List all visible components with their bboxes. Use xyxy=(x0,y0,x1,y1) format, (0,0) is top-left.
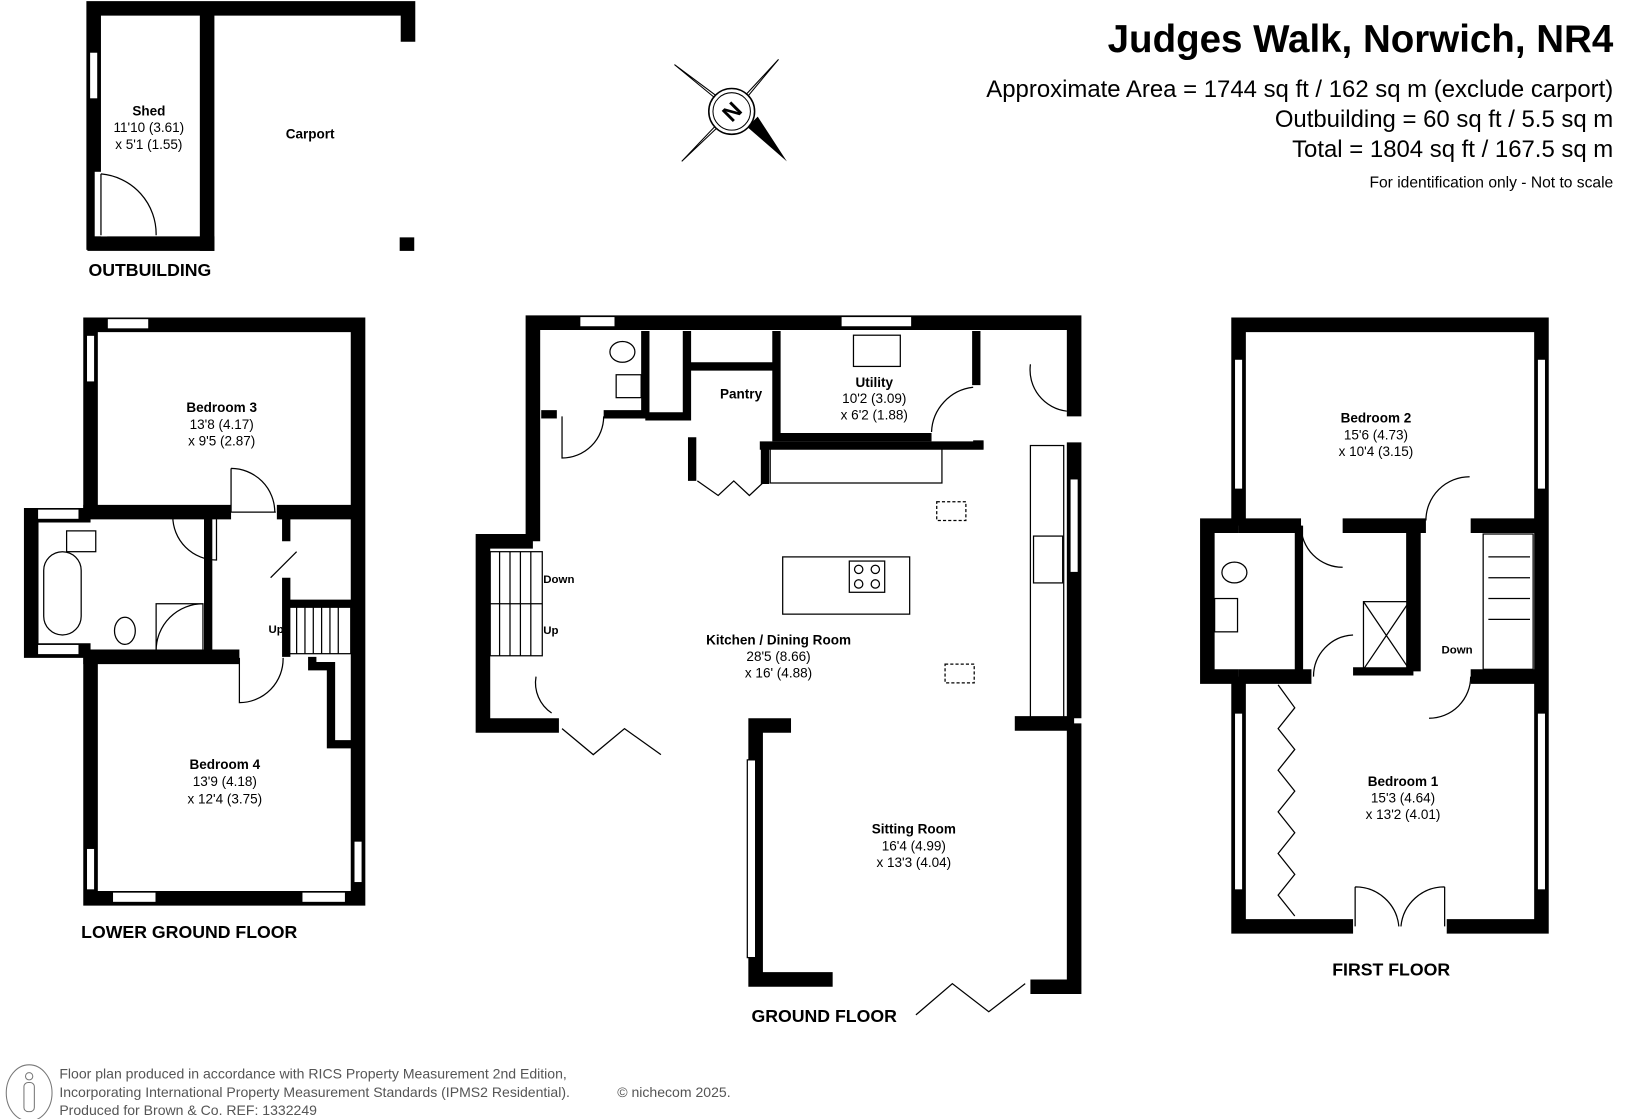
utility-dimension-2: x 6'2 (1.88) xyxy=(841,408,908,423)
first-stairs-down-label: Down xyxy=(1442,645,1473,657)
ground-stairs-down-label: Down xyxy=(543,574,574,586)
outbuilding-floor-label: OUTBUILDING xyxy=(88,260,211,280)
first-floor-plan: Down Bedroom 2 15'6 (4.73) x 10'4 (3.15)… xyxy=(1200,317,1549,979)
sitting-room-dimension-2: x 13'3 (4.04) xyxy=(876,855,951,870)
lower-stairs-up-label: Up xyxy=(269,624,284,636)
person-logo-icon xyxy=(5,1064,53,1119)
footer-line-3: Produced for Brown & Co. REF: 1332249 xyxy=(59,1102,317,1118)
sitting-room-name: Sitting Room xyxy=(872,822,956,837)
outbuilding-area: Outbuilding = 60 sq ft / 5.5 sq m xyxy=(1275,106,1613,133)
bedroom1-dimension-1: 15'3 (4.64) xyxy=(1371,791,1435,806)
ground-floor-label: GROUND FLOOR xyxy=(751,1006,897,1026)
shed-dimension-1: 11'10 (3.61) xyxy=(113,120,184,135)
utility-name: Utility xyxy=(856,375,894,390)
bedroom4-name: Bedroom 4 xyxy=(190,757,261,772)
footer-line-1: Floor plan produced in accordance with R… xyxy=(59,1065,567,1081)
ground-floor-plan: Down Up Pantry Utility 10'2 (3.09) x 6'2… xyxy=(475,315,1082,1026)
stairs-icon xyxy=(489,551,543,657)
bedroom1-name: Bedroom 1 xyxy=(1368,774,1439,789)
footer-line-2: Incorporating International Property Mea… xyxy=(59,1084,570,1100)
stairs-icon xyxy=(1482,533,1534,670)
footer: Floor plan produced in accordance with R… xyxy=(5,1064,731,1119)
sitting-room-dimension-1: 16'4 (4.99) xyxy=(882,838,946,853)
bedroom2-dimension-2: x 10'4 (3.15) xyxy=(1339,444,1414,459)
first-floor-label: FIRST FLOOR xyxy=(1332,959,1450,979)
bedroom3-name: Bedroom 3 xyxy=(186,400,257,415)
bedroom4-dimension-1: 13'9 (4.18) xyxy=(193,774,257,789)
bedroom2-name: Bedroom 2 xyxy=(1341,411,1412,426)
outbuilding-plan: Shed 11'10 (3.61) x 5'1 (1.55) Carport O… xyxy=(86,1,416,280)
pantry-name: Pantry xyxy=(720,387,763,402)
bedroom1-dimension-2: x 13'2 (4.01) xyxy=(1366,807,1441,822)
header: Judges Walk, Norwich, NR4 Approximate Ar… xyxy=(986,18,1614,191)
ground-stairs-up-label: Up xyxy=(543,625,558,637)
footer-copyright: © nichecom 2025. xyxy=(617,1084,730,1100)
kitchen-dimension-2: x 16' (4.88) xyxy=(745,666,812,681)
hob-icon xyxy=(848,560,886,593)
disclaimer: For identification only - Not to scale xyxy=(1369,174,1613,191)
shed-dimension-2: x 5'1 (1.55) xyxy=(115,137,182,152)
bedroom3-dimension-2: x 9'5 (2.87) xyxy=(188,434,255,449)
carport-name: Carport xyxy=(286,126,335,141)
approximate-area: Approximate Area = 1744 sq ft / 162 sq m… xyxy=(986,76,1613,103)
kitchen-name: Kitchen / Dining Room xyxy=(706,632,851,647)
bedroom3-dimension-1: 13'8 (4.17) xyxy=(190,417,254,432)
plan-title: Judges Walk, Norwich, NR4 xyxy=(1108,18,1614,61)
lower-ground-floor-label: LOWER GROUND FLOOR xyxy=(81,922,297,942)
shed-name: Shed xyxy=(132,104,165,119)
compass-icon: N xyxy=(674,59,787,162)
utility-dimension-1: 10'2 (3.09) xyxy=(842,391,906,406)
stairs-icon xyxy=(287,603,352,655)
kitchen-dimension-1: 28'5 (8.66) xyxy=(746,649,810,664)
lower-ground-floor-plan: Up Bedroom 3 13'8 (4.17) x 9'5 (2.87) Be… xyxy=(23,317,366,942)
bedroom2-dimension-1: 15'6 (4.73) xyxy=(1344,427,1408,442)
bedroom4-dimension-2: x 12'4 (3.75) xyxy=(187,792,262,807)
total-area: Total = 1804 sq ft / 167.5 sq m xyxy=(1292,136,1613,163)
